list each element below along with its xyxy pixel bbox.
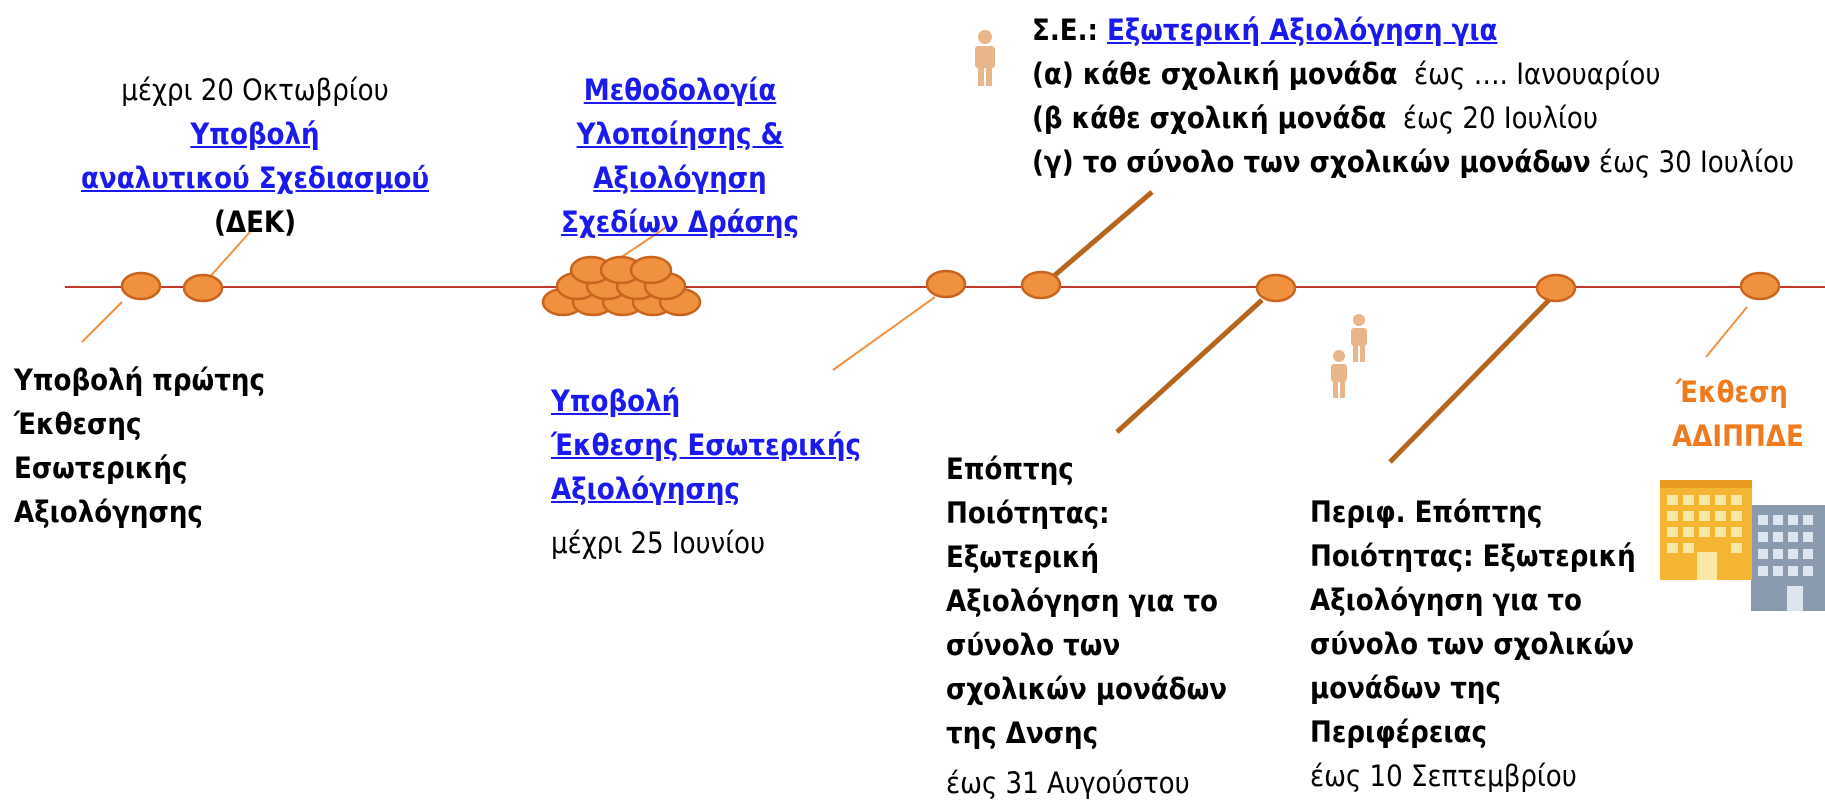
node [182, 273, 224, 303]
first-report-line: Έκθεσης [14, 407, 142, 441]
supervisor-line: σχολικών μονάδων [946, 672, 1228, 706]
regional-line: σύνολο των σχολικών [1310, 627, 1635, 661]
external-item: (α) κάθε σχολική μονάδα έως …. Ιανουαρίο… [1032, 52, 1794, 96]
connector-supervisor [1115, 298, 1264, 434]
regional-deadline: έως 10 Σεπτεμβρίου [1310, 759, 1577, 793]
internal-report-block: Υποβολή Έκθεσης Εσωτερικής Αξιολόγησης μ… [551, 379, 861, 565]
supervisor-line: σύνολο των [946, 628, 1121, 662]
regional-supervisor-block: Περιφ. Επόπτης Ποιότητας: Εξωτερική Αξιο… [1310, 490, 1636, 798]
methodology-link[interactable]: Σχεδίων Δράσης [561, 205, 799, 239]
regional-line: Περιφέρειας [1310, 715, 1487, 749]
connector-external [1046, 190, 1154, 283]
dek-label: (ΔΕΚ) [213, 205, 297, 239]
methodology-block: Μεθοδολογία Υλοποίησης & Αξιολόγηση Σχεδ… [530, 68, 830, 244]
node [120, 271, 162, 301]
methodology-link[interactable]: Αξιολόγηση [593, 161, 767, 195]
connector-methodology [619, 225, 669, 259]
supervisor-line: Αξιολόγηση για το [946, 584, 1218, 618]
external-item-label: (β κάθε σχολική μονάδα [1032, 101, 1387, 135]
external-item-date: έως …. Ιανουαρίου [1397, 57, 1661, 91]
node [1020, 270, 1062, 300]
supervisor-line: Ποιότητας: [946, 496, 1110, 530]
internal-report-link[interactable]: Αξιολόγησης [551, 472, 740, 506]
node [629, 255, 673, 285]
external-prefix: Σ.Ε.: [1032, 13, 1107, 47]
external-evaluation-block: Σ.Ε.: Εξωτερική Αξιολόγηση για (α) κάθε … [1032, 8, 1794, 184]
regional-line: Αξιολόγηση για το [1310, 583, 1582, 617]
external-title: Σ.Ε.: Εξωτερική Αξιολόγηση για [1032, 8, 1794, 52]
connector-internal-report [832, 296, 936, 371]
external-item-label: (α) κάθε σχολική μονάδα [1032, 57, 1398, 91]
node [1739, 271, 1781, 301]
person-icon [975, 30, 995, 86]
supervisor-deadline: έως 31 Αυγούστου [946, 766, 1190, 800]
regional-line: μονάδων της [1310, 671, 1501, 705]
internal-report-link[interactable]: Έκθεσης Εσωτερικής [551, 428, 861, 462]
internal-report-deadline: μέχρι 25 Ιουνίου [551, 526, 766, 560]
report-line: ΑΔΙΠΠΔΕ [1672, 419, 1804, 453]
buildings-icon [1660, 480, 1825, 611]
connector-regional [1388, 298, 1551, 464]
timeline-nodes [120, 269, 1781, 303]
external-evaluation-link[interactable]: Εξωτερική Αξιολόγηση για [1107, 13, 1498, 47]
external-item-date: έως 30 Ιουλίου [1590, 145, 1795, 179]
external-item-date: έως 20 Ιουλίου [1386, 101, 1598, 135]
connector-left-top [206, 231, 251, 281]
external-item: (γ) το σύνολο των σχολικών μονάδων έως 3… [1032, 140, 1794, 184]
supervisor-block: Επόπτης Ποιότητας: Εξωτερική Αξιολόγηση … [946, 447, 1227, 805]
supervisor-line: της Δνσης [946, 716, 1099, 750]
connector-report [1705, 306, 1748, 358]
submission-link[interactable]: Υποβολή [190, 117, 320, 151]
regional-line: Ποιότητας: Εξωτερική [1310, 539, 1636, 573]
internal-report-link[interactable]: Υποβολή [551, 384, 681, 418]
external-item-label: (γ) το σύνολο των σχολικών μονάδων [1032, 145, 1591, 179]
node [925, 269, 967, 299]
deadline-text: μέχρι 20 Οκτωβρίου [121, 73, 389, 107]
connector-left-bottom [81, 301, 123, 343]
first-report-line: Εσωτερικής [14, 451, 188, 485]
first-report-line: Υποβολή πρώτης [14, 363, 265, 397]
methodology-link[interactable]: Υλοποίησης & [576, 117, 784, 151]
supervisor-line: Εξωτερική [946, 540, 1100, 574]
detailed-planning-link[interactable]: αναλυτικού Σχεδιασμού [81, 161, 429, 195]
node [1255, 273, 1297, 303]
people-icon [1331, 314, 1367, 398]
external-item: (β κάθε σχολική μονάδα έως 20 Ιουλίου [1032, 96, 1794, 140]
report-block: Έκθεση ΑΔΙΠΠΔΕ [1672, 370, 1804, 458]
left-top-block: μέχρι 20 Οκτωβρίου Υποβολή αναλυτικού Σχ… [80, 68, 430, 244]
supervisor-line: Επόπτης [946, 452, 1074, 486]
regional-line: Περιφ. Επόπτης [1310, 495, 1543, 529]
node [1535, 273, 1577, 303]
first-report-block: Υποβολή πρώτης Έκθεσης Εσωτερικής Αξιολό… [14, 358, 265, 534]
report-line: Έκθεση [1676, 375, 1788, 409]
node-cluster [541, 255, 702, 317]
methodology-link[interactable]: Μεθοδολογία [583, 73, 777, 107]
first-report-line: Αξιολόγησης [14, 495, 203, 529]
